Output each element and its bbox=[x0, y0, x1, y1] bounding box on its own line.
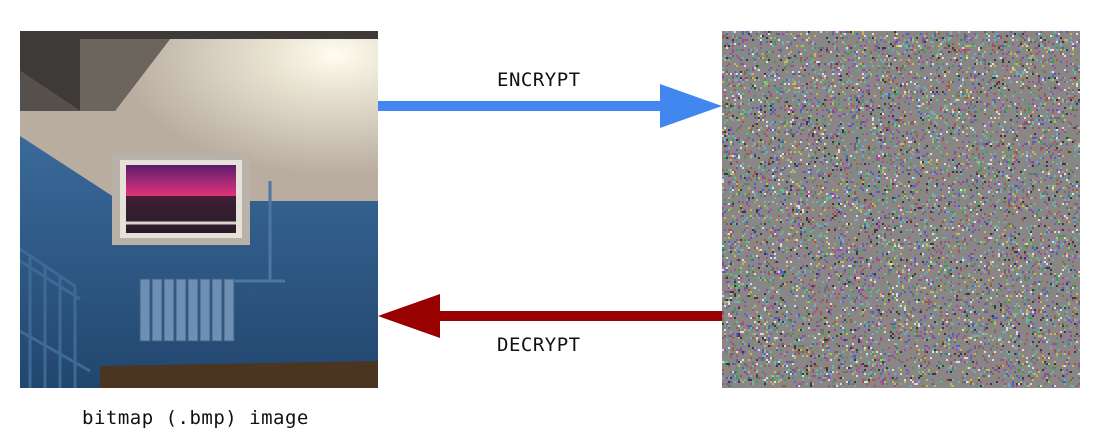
encrypt-arrow bbox=[378, 84, 722, 128]
decrypt-arrow-head bbox=[378, 294, 440, 338]
encrypt-arrow-head bbox=[660, 84, 722, 128]
decrypt-label: DECRYPT bbox=[497, 334, 581, 356]
stairwell-photo-icon bbox=[20, 31, 378, 388]
decrypt-arrow-shaft bbox=[436, 311, 722, 321]
encrypt-label: ENCRYPT bbox=[497, 69, 581, 91]
bitmap-image bbox=[20, 31, 378, 388]
random-noise-icon bbox=[722, 31, 1080, 387]
encrypt-arrow-shaft bbox=[378, 101, 664, 111]
image-caption: bitmap (.bmp) image bbox=[82, 407, 309, 429]
decrypt-arrow bbox=[378, 294, 722, 338]
encrypted-image bbox=[722, 31, 1080, 388]
